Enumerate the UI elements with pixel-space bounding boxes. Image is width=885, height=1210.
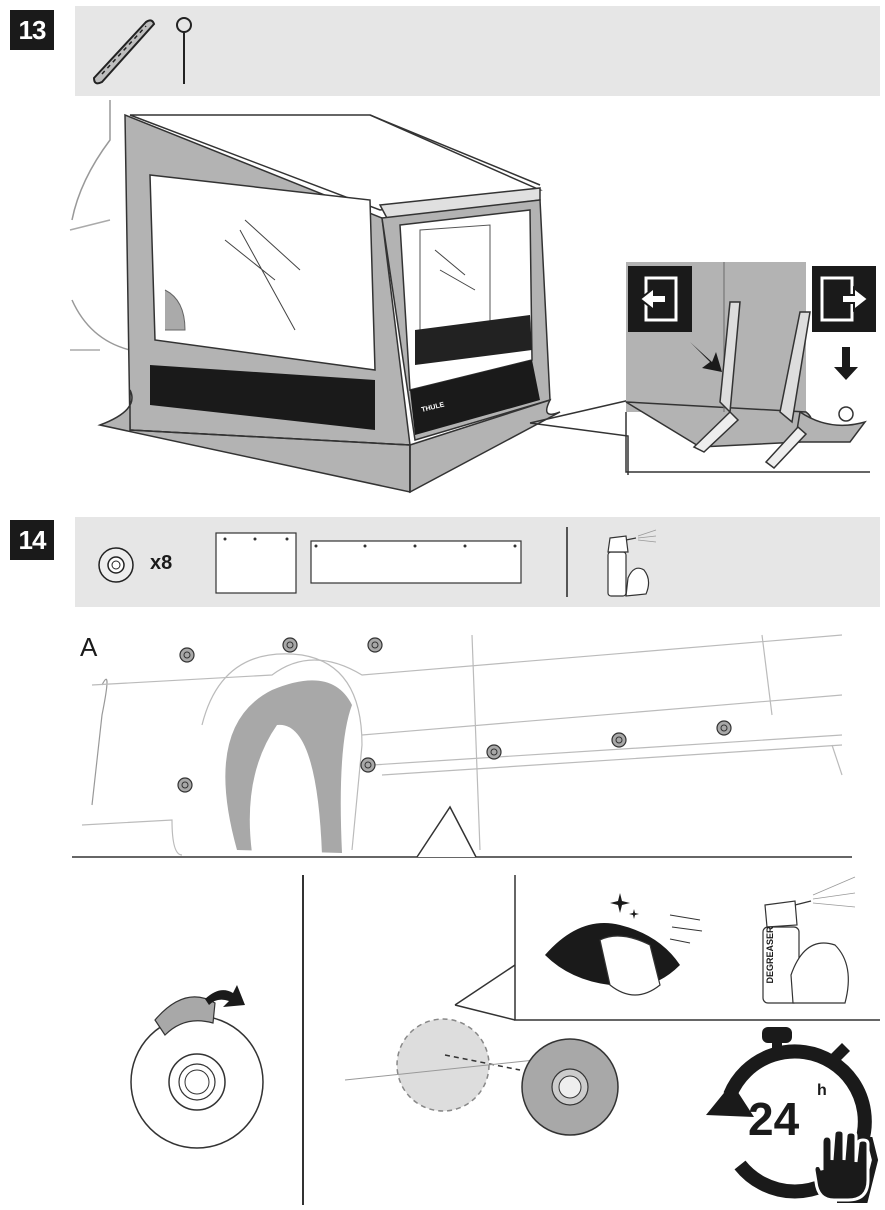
spray-icon bbox=[600, 524, 664, 600]
parts-divider bbox=[566, 527, 568, 597]
adhesive-disc-icon bbox=[96, 545, 136, 585]
degreaser-bottle-illustration bbox=[745, 875, 860, 1005]
awning-tent-illustration: THULE bbox=[70, 100, 560, 500]
van-side-illustration bbox=[72, 625, 852, 865]
timer-unit: h bbox=[817, 1082, 827, 1100]
timer-value: 24 bbox=[748, 1092, 799, 1146]
step-14-badge: 14 bbox=[10, 520, 54, 560]
sparkle-icon bbox=[610, 893, 640, 923]
enter-arrow-icon bbox=[628, 266, 692, 332]
degreaser-label: DEGREASER bbox=[765, 925, 775, 985]
exit-arrow-icon bbox=[812, 266, 876, 332]
peel-disc-illustration bbox=[125, 975, 275, 1150]
peg-icon bbox=[172, 16, 196, 86]
rail-icon bbox=[88, 14, 158, 86]
bottom-divider bbox=[302, 875, 304, 1205]
panel-long-icon bbox=[310, 540, 522, 584]
disc-quantity: x8 bbox=[150, 552, 172, 575]
hand-icon bbox=[812, 1130, 872, 1202]
panel-icon bbox=[215, 532, 297, 594]
step-13-badge: 13 bbox=[10, 10, 54, 50]
